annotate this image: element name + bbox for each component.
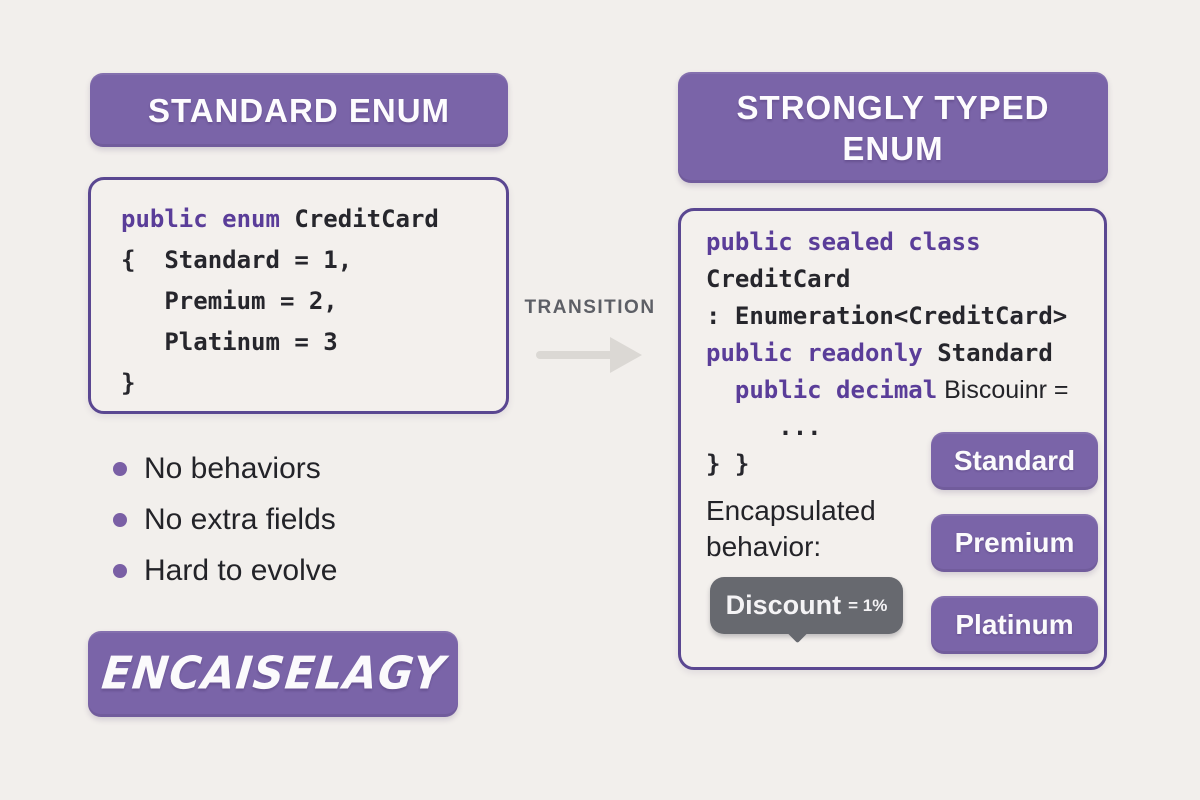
strongly-typed-enum-header: STRONGLY TYPED ENUM (678, 72, 1108, 183)
strongly-typed-enum-code: public sealed class CreditCard : Enumera… (706, 224, 1069, 483)
code-line: : Enumeration<CreditCard> (706, 302, 1068, 330)
platinum-button-label: Platinum (955, 609, 1074, 640)
bullet-dot-icon (113, 461, 127, 476)
right-arrow-icon (536, 337, 642, 373)
bullet-label: Hard to evolve (144, 553, 338, 587)
code-line: public enum CreditCard (121, 205, 439, 233)
standard-enum-code: public enum CreditCard { Standard = 1, P… (121, 199, 439, 404)
bullet-label: No extra fields (144, 502, 336, 536)
code-line: public sealed class (706, 228, 981, 256)
code-line: public decimal Biscouinr = (706, 376, 1069, 404)
standard-enum-header: STANDARD ENUM (90, 73, 508, 147)
standard-button-label: Standard (953, 445, 1076, 476)
platinum-button[interactable]: Platinum (931, 596, 1098, 654)
code-line: public readonly Standard (706, 339, 1053, 367)
brand-badge: ENCAISELAGY (88, 631, 458, 717)
brand-badge-label: ENCAISELAGY (98, 647, 448, 701)
code-line: CreditCard (706, 265, 851, 293)
standard-button[interactable]: Standard (931, 432, 1098, 490)
list-item: No behaviors (113, 443, 337, 494)
enum-drawbacks-list: No behaviors No extra fields Hard to evo… (113, 443, 337, 596)
code-line: { Standard = 1, (121, 246, 353, 274)
bullet-dot-icon (113, 512, 127, 527)
discount-label: Discount (725, 590, 842, 620)
strongly-typed-enum-title: STRONGLY TYPED ENUM (736, 88, 1050, 167)
encapsulated-behavior-label: Encapsulated behavior: (706, 495, 876, 562)
code-line: Platinum = 3 (121, 328, 338, 356)
code-line: } } (706, 450, 750, 478)
list-item: Hard to evolve (113, 545, 337, 596)
discount-tooltip: Discount = 1% (710, 577, 903, 644)
code-line: ... (706, 413, 822, 441)
bullet-label: No behaviors (144, 451, 321, 485)
standard-enum-code-box (88, 177, 509, 414)
premium-button[interactable]: Premium (931, 514, 1098, 572)
discount-value: = 1% (848, 595, 888, 615)
code-line: } (121, 369, 136, 397)
transition-label: TRANSITION (524, 297, 656, 318)
standard-enum-title: STANDARD ENUM (147, 91, 451, 129)
code-line: Premium = 2, (121, 287, 338, 315)
bullet-dot-icon (113, 563, 127, 578)
list-item: No extra fields (113, 494, 337, 545)
premium-button-label: Premium (954, 527, 1075, 558)
